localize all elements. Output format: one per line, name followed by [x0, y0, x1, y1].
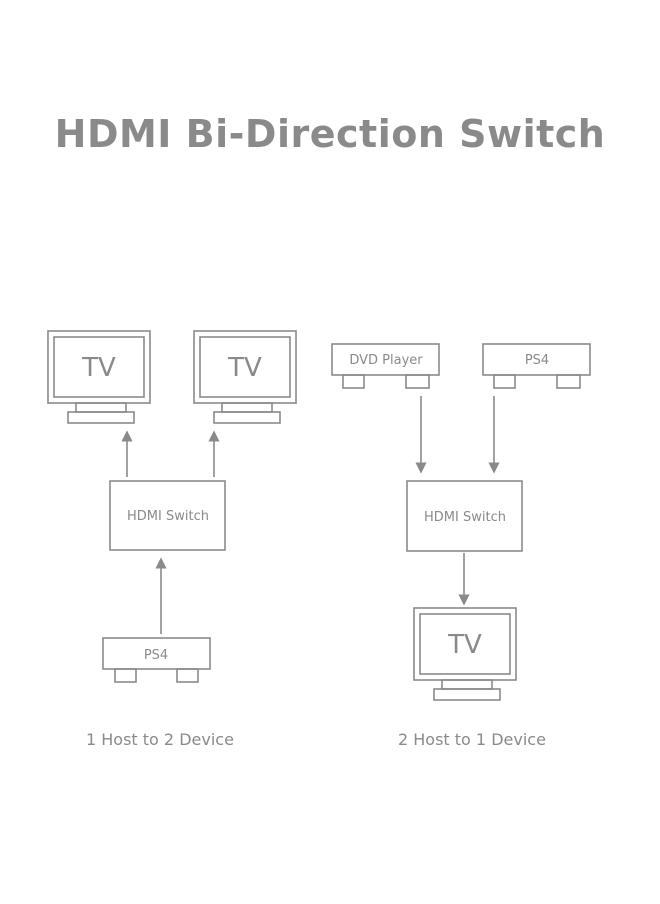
- hdmi-switch-box: [109, 480, 226, 551]
- source-label: DVD Player: [349, 353, 423, 368]
- left-caption: 1 Host to 2 Device: [86, 730, 234, 749]
- tv-icon: [47, 330, 151, 424]
- tv-label: TV: [447, 630, 482, 660]
- hdmi-switch-box: [406, 480, 523, 552]
- dvd-player-icon: [331, 343, 440, 389]
- source-label: PS4: [525, 353, 549, 368]
- switch-label: HDMI Switch: [127, 509, 209, 524]
- tv-icon: [413, 607, 517, 701]
- switch-label: HDMI Switch: [424, 510, 506, 525]
- page-title: HDMI Bi-Direction Switch: [54, 112, 606, 156]
- tv-label: TV: [227, 353, 262, 383]
- source-label: PS4: [144, 648, 168, 663]
- tv-icon: [193, 330, 297, 424]
- tv-label: TV: [81, 353, 116, 383]
- right-caption: 2 Host to 1 Device: [398, 730, 546, 749]
- ps4-device-icon: [482, 343, 591, 389]
- ps4-device-icon: [102, 637, 211, 683]
